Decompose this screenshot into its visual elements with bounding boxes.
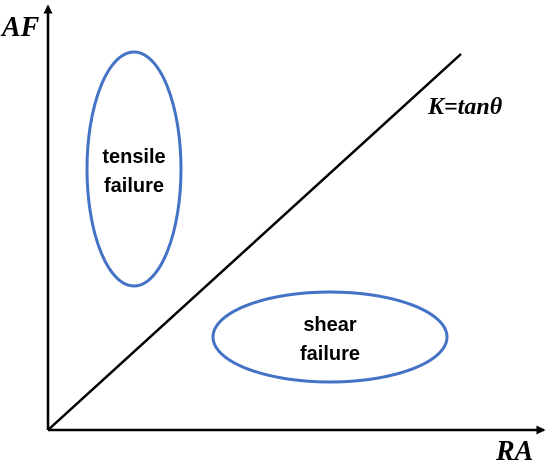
shear-region-label-line2: failure	[300, 343, 360, 365]
y-axis-title: AF	[0, 12, 40, 43]
boundary-line	[47, 53, 462, 431]
tensile-region-label-line1: tensile	[102, 146, 165, 168]
tensile-failure-region	[85, 50, 183, 288]
tensile-region-label-line2: failure	[104, 175, 164, 197]
shear-region-label-line1: shear	[303, 314, 357, 336]
x-axis-title: RA	[495, 436, 533, 467]
boundary-line-label: K=tanθ	[427, 94, 503, 120]
shear-failure-region	[211, 290, 449, 384]
